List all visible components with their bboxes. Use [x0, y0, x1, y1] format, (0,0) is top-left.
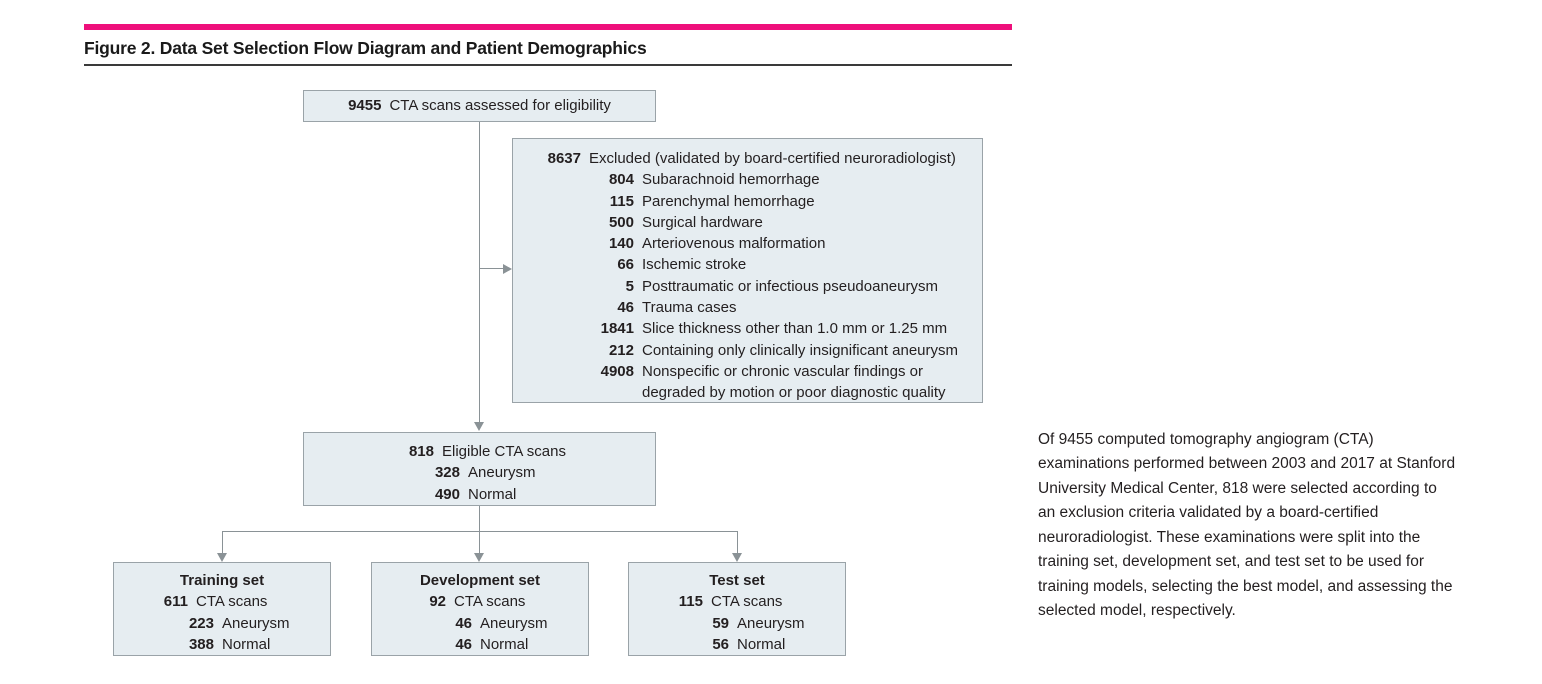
- exclusion-reason-row: 4908 Nonspecific or chronic vascular fin…: [513, 361, 982, 404]
- accent-rule: [84, 24, 1012, 30]
- node-excluded-scans: 8637 Excluded (validated by board-certif…: [512, 138, 983, 403]
- development-set-title: Development set: [419, 572, 541, 589]
- exclusion-reason-label: Subarachnoid hemorrhage: [642, 171, 820, 189]
- exclusion-reason-count: 140: [608, 235, 634, 253]
- connector-split-bar: [222, 531, 738, 532]
- page-title: Figure 2. Data Set Selection Flow Diagra…: [84, 38, 647, 58]
- test-normal-row: 56 Normal: [629, 634, 845, 655]
- assessed-label: CTA scans assessed for eligibility: [389, 97, 611, 115]
- eligible-aneurysm-label: Aneurysm: [468, 464, 536, 482]
- eligible-row: 818 Eligible CTA scans: [304, 441, 655, 462]
- development-scans-label: CTA scans: [454, 593, 526, 611]
- exclusion-reason-row: 140 Arteriovenous malformation: [513, 233, 982, 254]
- exclusion-reason-count: 66: [617, 256, 634, 274]
- test-scans-label: CTA scans: [711, 593, 783, 611]
- training-aneurysm-label: Aneurysm: [222, 614, 290, 632]
- connector-arrow-training: [217, 553, 227, 562]
- node-eligible-scans: 818 Eligible CTA scans 328 Aneurysm 490 …: [303, 432, 656, 506]
- training-normal-count: 388: [188, 635, 214, 653]
- exclusion-reason-row: 212 Containing only clinically insignifi…: [513, 340, 982, 361]
- training-aneurysm-count: 223: [188, 614, 214, 632]
- exclusion-reason-label: Posttraumatic or infectious pseudoaneury…: [642, 277, 938, 295]
- exclusion-reason-row: 1841 Slice thickness other than 1.0 mm o…: [513, 318, 982, 339]
- training-normal-row: 388 Normal: [114, 634, 330, 655]
- node-assessed-scans: 9455 CTA scans assessed for eligibility: [303, 90, 656, 122]
- exclusion-reason-row: 115 Parenchymal hemorrhage: [513, 191, 982, 212]
- training-aneurysm-row: 223 Aneurysm: [114, 613, 330, 634]
- test-normal-label: Normal: [737, 635, 786, 653]
- eligible-aneurysm-count: 328: [434, 464, 460, 482]
- exclusion-reason-count: 212: [608, 341, 634, 359]
- eligible-normal-label: Normal: [468, 485, 517, 503]
- training-scans-count: 611: [163, 593, 188, 611]
- connector-branch-to-excluded: [479, 268, 503, 269]
- development-aneurysm-row: 46 Aneurysm: [372, 613, 588, 634]
- exclusion-reason-label: Slice thickness other than 1.0 mm or 1.2…: [642, 320, 948, 338]
- exclusion-reason-count: 46: [617, 299, 634, 317]
- test-scans-count: 115: [678, 593, 703, 611]
- node-development-set: Development set 92 CTA scans 46 Aneurysm…: [371, 562, 589, 656]
- connector-arrow-development: [474, 553, 484, 562]
- exclusion-reason-count: 804: [608, 171, 634, 189]
- assessed-row: 9455 CTA scans assessed for eligibility: [348, 95, 611, 116]
- exclusion-reason-label: Parenchymal hemorrhage: [642, 192, 815, 210]
- exclusion-reason-count: 4908: [600, 362, 634, 380]
- connector-eligible-drop: [479, 506, 480, 531]
- exclusion-reason-row: 5 Posttraumatic or infectious pseudoaneu…: [513, 276, 982, 297]
- assessed-count: 9455: [348, 97, 382, 115]
- training-normal-label: Normal: [222, 635, 271, 653]
- exclusion-reason-label-line2: degraded by motion or poor diagnostic qu…: [642, 384, 946, 402]
- exclusion-reason-count: 5: [625, 277, 634, 295]
- development-scans-count: 92: [429, 593, 446, 611]
- exclusion-reason-label: Trauma cases: [642, 299, 737, 317]
- exclusion-reason-count: 115: [609, 192, 634, 210]
- development-aneurysm-count: 46: [455, 614, 472, 632]
- test-aneurysm-row: 59 Aneurysm: [629, 613, 845, 634]
- development-normal-label: Normal: [480, 635, 529, 653]
- test-scans-row: 115 CTA scans: [629, 591, 845, 612]
- connector-drop-training: [222, 531, 223, 553]
- exclusion-reason-row: 500 Surgical hardware: [513, 212, 982, 233]
- eligible-aneurysm-row: 328 Aneurysm: [304, 462, 655, 483]
- exclusion-reason-label: Surgical hardware: [642, 213, 763, 231]
- training-scans-row: 611 CTA scans: [114, 591, 330, 612]
- eligible-label: Eligible CTA scans: [442, 443, 566, 460]
- test-aneurysm-label: Aneurysm: [737, 614, 805, 632]
- title-divider: [84, 64, 1012, 66]
- exclusion-reason-row: 804 Subarachnoid hemorrhage: [513, 169, 982, 190]
- exclusion-reason-label: Nonspecific or chronic vascular findings…: [642, 361, 946, 404]
- eligible-normal-count: 490: [434, 485, 460, 503]
- connector-arrow-to-eligible: [474, 422, 484, 431]
- development-aneurysm-label: Aneurysm: [480, 614, 548, 632]
- eligible-count: 818: [408, 443, 434, 460]
- exclusion-reason-row: 46 Trauma cases: [513, 297, 982, 318]
- connector-spine-vertical: [479, 122, 480, 422]
- connector-drop-test: [737, 531, 738, 553]
- eligible-normal-row: 490 Normal: [304, 484, 655, 505]
- exclusion-reason-row: 66 Ischemic stroke: [513, 254, 982, 275]
- exclusion-reason-label-line1: Nonspecific or chronic vascular findings…: [642, 362, 923, 380]
- node-test-set: Test set 115 CTA scans 59 Aneurysm 56 No…: [628, 562, 846, 656]
- exclusion-reason-count: 1841: [600, 320, 634, 338]
- excluded-count: 8637: [547, 150, 581, 167]
- excluded-header-row: 8637 Excluded (validated by board-certif…: [513, 148, 982, 169]
- training-scans-label: CTA scans: [196, 593, 268, 611]
- exclusion-reason-label: Ischemic stroke: [642, 256, 747, 274]
- connector-drop-development: [479, 531, 480, 553]
- training-set-title: Training set: [179, 572, 265, 589]
- test-set-title: Test set: [709, 572, 765, 589]
- connector-arrow-test: [732, 553, 742, 562]
- exclusion-reason-count: 500: [608, 213, 634, 231]
- exclusion-reason-label: Containing only clinically insignificant…: [642, 341, 958, 359]
- development-normal-count: 46: [455, 635, 472, 653]
- test-aneurysm-count: 59: [712, 614, 729, 632]
- exclusion-reason-label: Arteriovenous malformation: [642, 235, 826, 253]
- excluded-label: Excluded (validated by board-certified n…: [589, 150, 956, 167]
- connector-arrow-to-excluded: [503, 264, 512, 274]
- development-scans-row: 92 CTA scans: [372, 591, 588, 612]
- test-normal-count: 56: [712, 635, 729, 653]
- node-training-set: Training set 611 CTA scans 223 Aneurysm …: [113, 562, 331, 656]
- development-normal-row: 46 Normal: [372, 634, 588, 655]
- figure-caption: Of 9455 computed tomography angiogram (C…: [1038, 431, 1456, 620]
